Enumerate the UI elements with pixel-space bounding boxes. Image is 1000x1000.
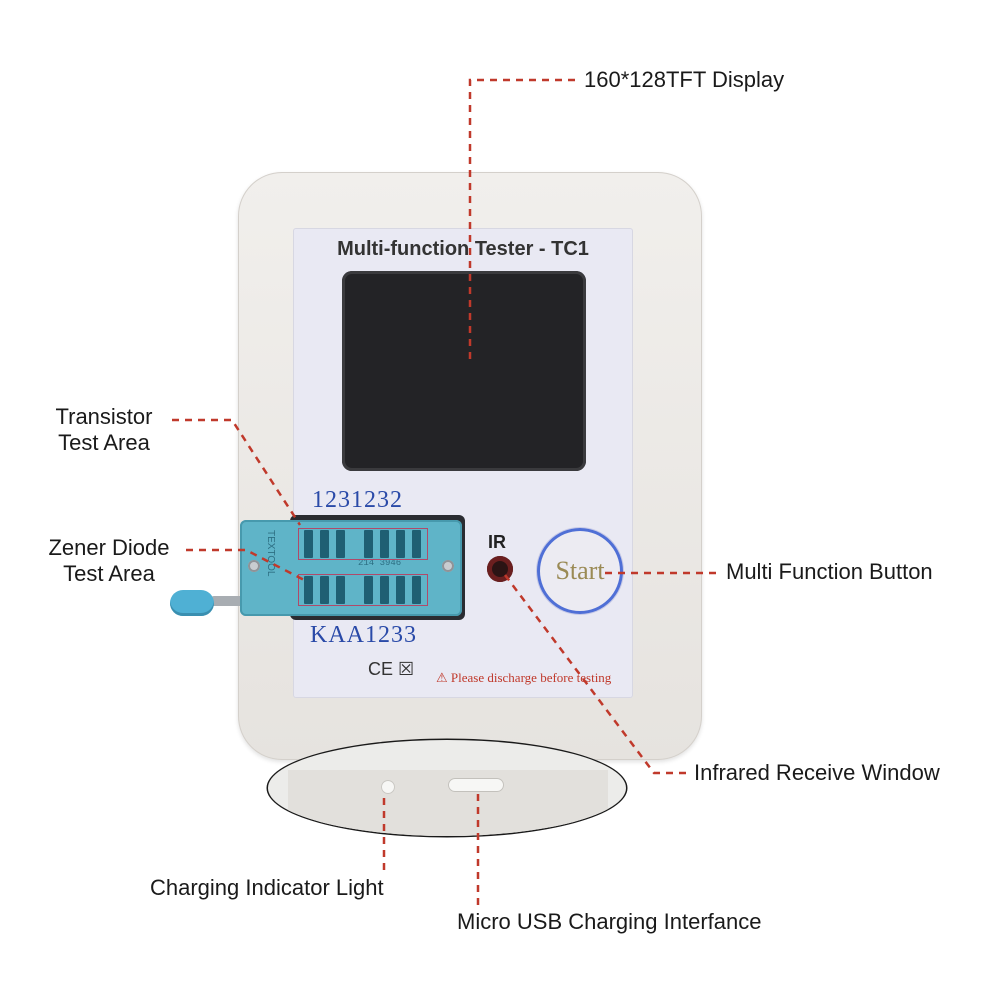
socket-slot (320, 530, 329, 558)
socket-slot (396, 576, 405, 604)
socket-slot (364, 530, 373, 558)
socket-slot (380, 576, 389, 604)
charging-indicator-led (381, 780, 395, 794)
callout-button: Multi Function Button (726, 559, 933, 584)
transistor-slot-group (298, 528, 428, 560)
infrared-leader (504, 574, 686, 775)
display-leader (468, 78, 575, 360)
socket-slot (304, 530, 313, 558)
socket-slot (336, 530, 345, 558)
callout-transistor-line1: Transistor (55, 404, 153, 429)
callout-display: 160*128TFT Display (584, 67, 785, 92)
ir-label: IR (488, 532, 506, 552)
socket-slot (396, 530, 405, 558)
callout-transistor-line2: Test Area (58, 430, 150, 455)
leader-line-group (172, 78, 716, 905)
micro-usb-port (448, 778, 504, 792)
zener-slot-group (298, 574, 428, 606)
callout-zener-line2: Test Area (63, 561, 155, 586)
socket-slot (412, 576, 421, 604)
certification-marks: CE ☒ (368, 659, 415, 679)
socket-slot (364, 576, 373, 604)
callout-zener: Zener Diode Test Area (36, 535, 182, 587)
socket-code: 214 3946 (358, 558, 402, 568)
screw-icon (442, 560, 454, 572)
transistor-leader (172, 418, 302, 526)
zener-leader (186, 548, 309, 584)
zif-test-socket: TEXTOOL 214 3946 (240, 520, 462, 616)
bottom-edge-inset (268, 740, 626, 836)
callout-charging-light: Charging Indicator Light (150, 875, 384, 900)
socket-slot (304, 576, 313, 604)
callout-zener-line1: Zener Diode (48, 535, 170, 560)
infrared-receive-window (487, 556, 513, 582)
screw-icon (248, 560, 260, 572)
zif-lever-knob[interactable] (170, 590, 214, 616)
callout-infrared: Infrared Receive Window (694, 760, 940, 785)
start-button-label: Start (555, 556, 605, 585)
pin-numbers-top: 1231232 (312, 487, 403, 513)
device-title: Multi-function Tester - TC1 (337, 238, 589, 260)
start-button[interactable]: Start (537, 528, 623, 614)
tft-screen (342, 271, 586, 471)
discharge-warning: ⚠ Please discharge before testing (436, 670, 612, 685)
socket-slot (412, 530, 421, 558)
socket-slot (320, 576, 329, 604)
socket-slot (336, 576, 345, 604)
pin-numbers-bottom: KAA1233 (310, 622, 417, 648)
callout-usb: Micro USB Charging Interfance (457, 909, 762, 934)
callout-transistor: Transistor Test Area (40, 404, 168, 456)
socket-slot (380, 530, 389, 558)
